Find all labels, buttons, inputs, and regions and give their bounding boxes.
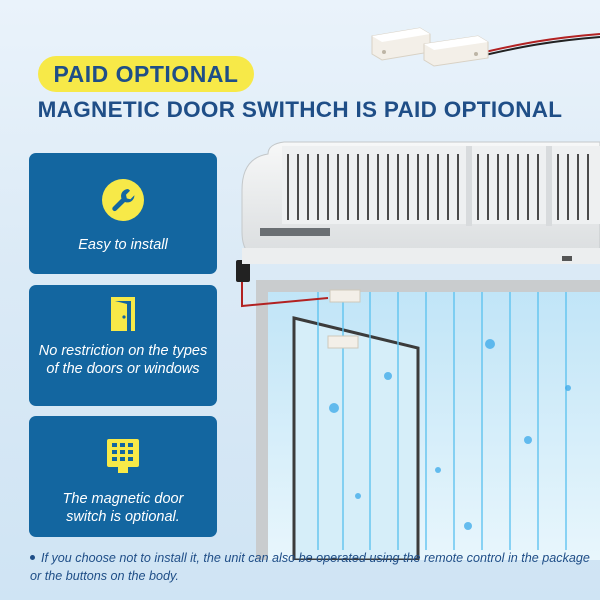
- air-curtain-scene: [236, 141, 600, 560]
- footer-note-text: If you choose not to install it, the uni…: [30, 551, 590, 583]
- magnetic-sensor-illustration: [371, 27, 600, 67]
- bullet-icon: [30, 555, 35, 561]
- door-icon: [110, 296, 136, 332]
- feature-card-optional-switch: The magnetic door switch is optional.: [29, 416, 217, 537]
- feature-card-door-types: No restriction on the types of the doors…: [29, 285, 217, 406]
- paid-optional-badge: PAID OPTIONAL: [38, 56, 254, 92]
- wrench-icon: [101, 178, 145, 222]
- keypad-icon: [106, 438, 140, 474]
- feature-text: Easy to install: [78, 237, 168, 253]
- badge-label: PAID OPTIONAL: [53, 60, 239, 87]
- feature-text: No restriction on the types of the doors…: [38, 343, 208, 377]
- feature-card-easy-install: Easy to install: [29, 153, 217, 274]
- footer-note: If you choose not to install it, the uni…: [30, 549, 590, 585]
- headline: MAGNETIC DOOR SWITHCH IS PAID OPTIONAL: [37, 97, 563, 122]
- feature-text: The magnetic door switch is optional.: [62, 491, 184, 525]
